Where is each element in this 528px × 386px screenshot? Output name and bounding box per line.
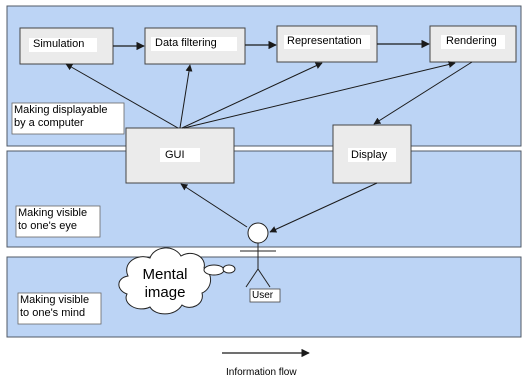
- user-label-box: [249, 288, 281, 303]
- user-label: User: [252, 290, 274, 301]
- simulation-label: Simulation: [33, 38, 85, 50]
- user-figure: [240, 222, 276, 288]
- arrow-user-to-gui: [180, 183, 248, 228]
- band-eye-label: Making visible to one's eye: [18, 207, 88, 232]
- arrow-gui-to-rendering: [183, 61, 456, 129]
- band-mind-label-box: [17, 292, 102, 325]
- arrow-gui-to-simulation: [65, 63, 179, 129]
- band-mind-label: Making visible to one's mind: [20, 294, 90, 319]
- mental-image-cloud: [118, 247, 236, 315]
- gui-label: GUI: [165, 149, 185, 161]
- mental-image-label: Mental image: [142, 266, 188, 301]
- rendering-label: Rendering: [446, 35, 497, 47]
- representation-label: Representation: [287, 35, 362, 47]
- band-eye-label-box: [15, 205, 101, 238]
- arrow-display-to-user: [269, 182, 378, 233]
- data-filtering-label: Data filtering: [155, 37, 217, 49]
- arrow-gui-to-filtering: [179, 64, 193, 129]
- arrow-rendering-to-display: [373, 61, 473, 125]
- legend-label: Information flow: [226, 367, 297, 378]
- band-computer-label-box: [11, 102, 125, 135]
- band-computer-label: Making displayable by a computer: [14, 104, 108, 129]
- arrow-gui-to-representation: [181, 62, 323, 129]
- display-label: Display: [351, 149, 388, 161]
